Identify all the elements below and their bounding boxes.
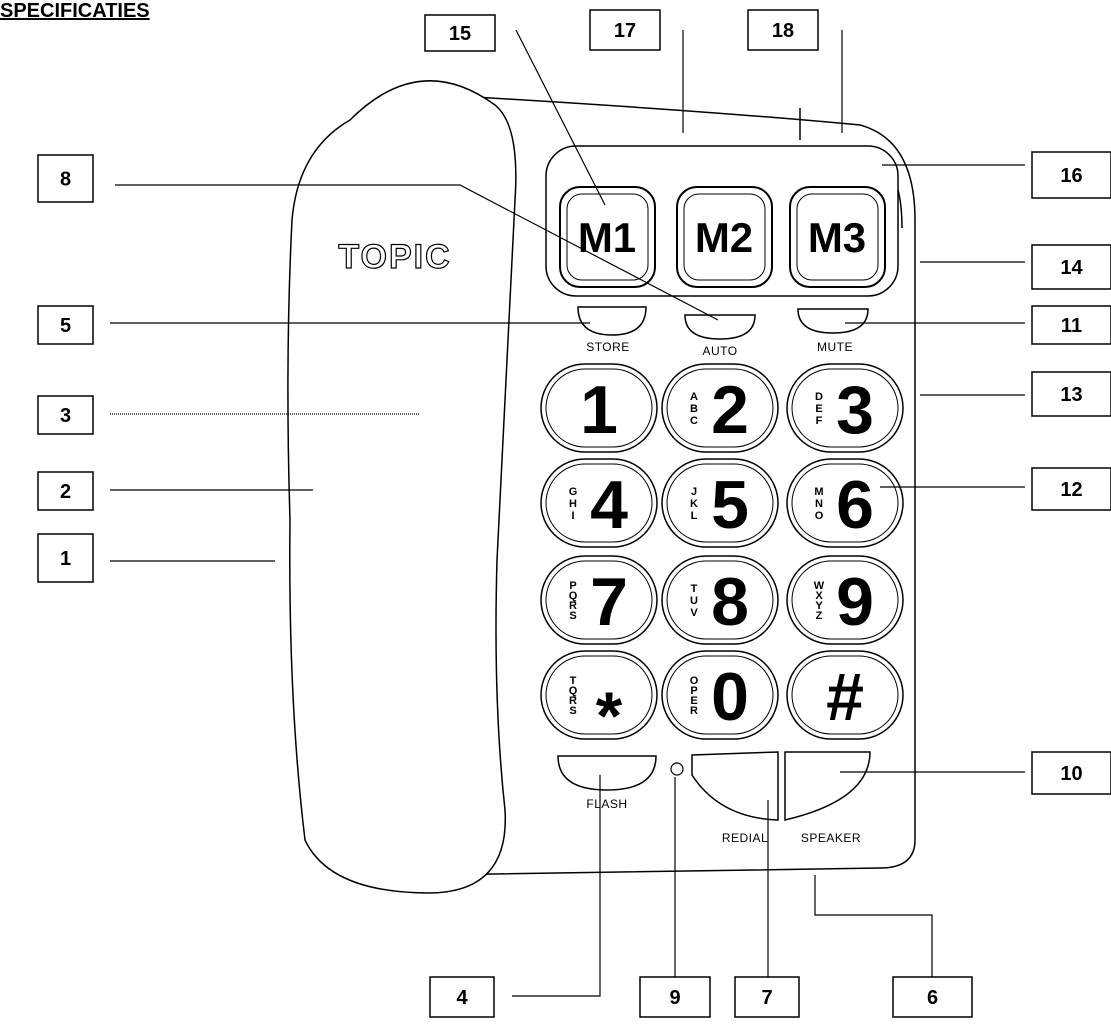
store-label: STORE xyxy=(586,340,630,354)
callout-3: 3 xyxy=(37,395,94,435)
callout-12: 12 xyxy=(1031,467,1111,511)
callout-10: 10 xyxy=(1031,751,1111,795)
flash-button[interactable]: FLASH xyxy=(557,755,657,811)
callout-16: 16 xyxy=(1031,151,1111,199)
keypad-digit: 7 xyxy=(590,564,628,640)
callout-label: 12 xyxy=(1060,479,1082,501)
callout-label: 16 xyxy=(1060,165,1082,187)
callout-label: 8 xyxy=(60,169,71,191)
callout-label: 5 xyxy=(60,315,71,337)
callout-6: 6 xyxy=(892,976,973,1018)
brand-logo: TOPIC xyxy=(338,238,451,276)
memory-key-m1[interactable]: M1 xyxy=(559,186,656,288)
redial-label: REDIAL xyxy=(722,831,768,845)
memory-key-label: M1 xyxy=(578,214,636,261)
callout-15: 15 xyxy=(424,14,496,52)
callout-label: 9 xyxy=(669,987,680,1009)
callout-label: 17 xyxy=(614,20,636,42)
auto-button[interactable]: AUTO xyxy=(684,314,756,358)
callout-label: 2 xyxy=(60,481,71,503)
keypad-digit: 0 xyxy=(711,659,749,735)
store-button[interactable]: STORE xyxy=(577,306,647,354)
memory-key-m2[interactable]: M2 xyxy=(676,186,773,288)
callout-5: 5 xyxy=(37,305,94,345)
callout-8: 8 xyxy=(37,154,94,203)
callout-label: 11 xyxy=(1061,315,1082,337)
keypad-digit: 9 xyxy=(836,564,874,640)
callout-label: 10 xyxy=(1060,763,1082,785)
auto-label: AUTO xyxy=(702,344,737,358)
keypad-digit: 3 xyxy=(836,372,874,448)
callout-label: 6 xyxy=(927,987,938,1009)
callout-7: 7 xyxy=(734,976,800,1018)
keypad-digit: # xyxy=(826,659,864,735)
callout-label: 4 xyxy=(456,987,468,1009)
callout-11: 11 xyxy=(1031,305,1111,345)
callout-label: 14 xyxy=(1060,257,1083,279)
keypad-key-1[interactable]: 1 xyxy=(540,363,658,453)
callout-9: 9 xyxy=(639,976,711,1018)
callout-2: 2 xyxy=(37,471,94,511)
memory-key-label: M3 xyxy=(808,214,866,261)
speaker-button[interactable]: SPEAKER xyxy=(784,751,871,845)
redial-button[interactable]: REDIAL xyxy=(691,751,779,845)
keypad-key-hash[interactable]: # xyxy=(786,650,904,740)
keypad-digit: 1 xyxy=(580,372,618,448)
memory-key-m3[interactable]: M3 xyxy=(789,186,886,288)
speaker-label: SPEAKER xyxy=(801,831,861,845)
mute-label: MUTE xyxy=(817,340,853,354)
callout-18: 18 xyxy=(747,9,819,51)
flash-label: FLASH xyxy=(586,797,627,811)
leader-line xyxy=(814,875,933,990)
led-indicator xyxy=(670,762,684,776)
callout-label: 3 xyxy=(60,405,71,427)
leader-line xyxy=(115,184,719,321)
callout-13: 13 xyxy=(1031,371,1111,417)
keypad-digit: * xyxy=(596,678,623,754)
callout-label: 7 xyxy=(761,987,772,1009)
callout-label: 18 xyxy=(772,20,794,42)
leader-line xyxy=(515,29,606,206)
callout-4: 4 xyxy=(429,976,495,1018)
callout-label: 15 xyxy=(449,23,471,45)
keypad-digit: 2 xyxy=(711,372,749,448)
callout-label: 1 xyxy=(60,548,71,570)
callout-label: 13 xyxy=(1060,384,1082,406)
callout-1: 1 xyxy=(37,533,94,583)
keypad-digit: 4 xyxy=(590,467,628,543)
phone-base-outline xyxy=(429,94,916,876)
diagram-title: SPECIFICATIES xyxy=(0,0,150,22)
memory-key-label: M2 xyxy=(695,214,753,261)
callout-14: 14 xyxy=(1031,244,1111,290)
keypad-digit: 5 xyxy=(711,467,749,543)
keypad-digit: 8 xyxy=(711,564,749,640)
mute-button[interactable]: MUTE xyxy=(797,308,869,354)
keypad-digit: 6 xyxy=(836,467,874,543)
handset xyxy=(287,80,517,894)
callout-17: 17 xyxy=(589,9,661,51)
leader-line xyxy=(512,775,601,997)
